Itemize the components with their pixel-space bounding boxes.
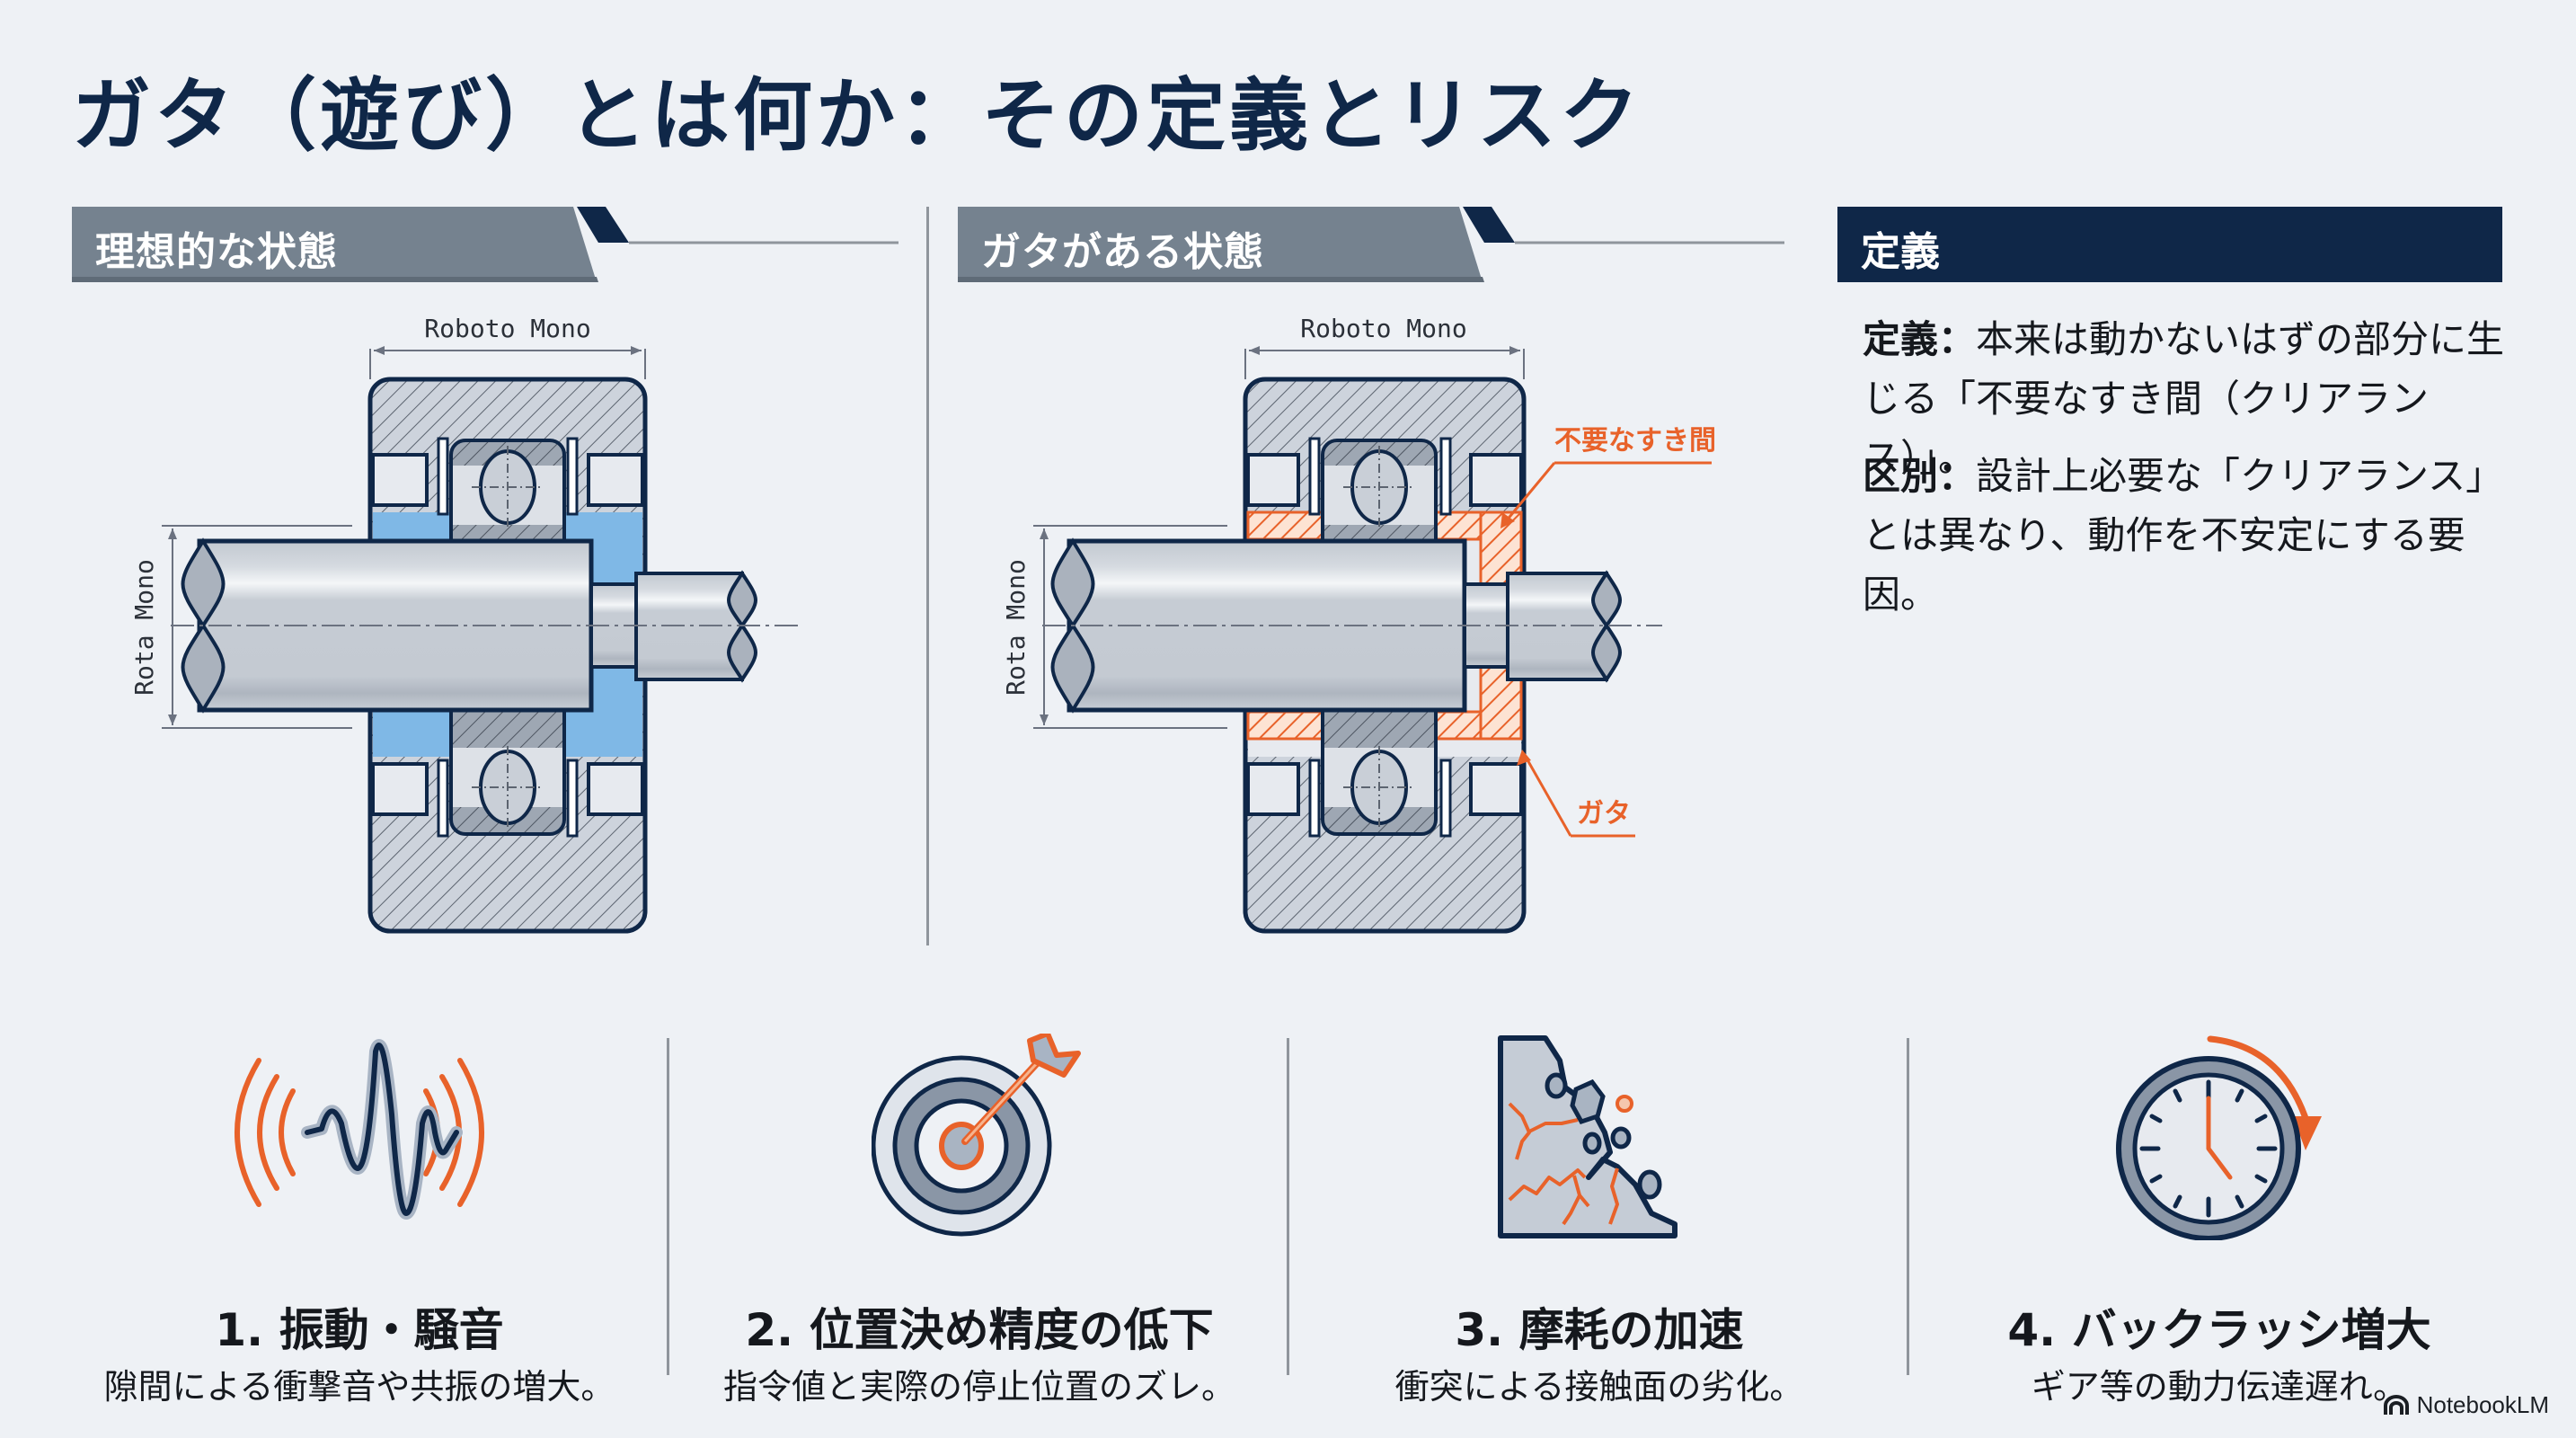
- definition-item: 定義：本来は動かないはずの部分に生 じる「不要なすき間（クリアランス）」。: [1863, 310, 2510, 488]
- clock-ticks: [2139, 1079, 2278, 1218]
- vibration-wave-icon: [235, 1039, 484, 1220]
- risk-divider: [667, 1038, 669, 1375]
- callout-gap-label: 不要なすき間: [1554, 425, 1716, 457]
- dimension-side: Rota Mono: [1001, 525, 1227, 729]
- definition-line: じる「不要なすき間（クリアランス）」。: [1863, 377, 2430, 480]
- clock-delay-icon: [2116, 1035, 2322, 1240]
- shaft: [1042, 537, 1662, 714]
- header-banner-shape: [958, 207, 1784, 282]
- target-arrow-icon: [872, 1034, 1081, 1237]
- ideal-state-header-label: 理想的な状態: [95, 229, 338, 275]
- ideal-bearing-diagram: Roboto Mono Rota Mono: [129, 314, 800, 934]
- definition-term: 定義：: [1863, 317, 1977, 361]
- risk-divider: [1287, 1038, 1289, 1375]
- risk-item-backlash: 4. バックラッシ増大 ギア等の動力伝達遅れ。: [1923, 1034, 2516, 1411]
- ideal-state-header: 理想的な状態: [72, 207, 899, 282]
- worn-surface-icon: [1498, 1035, 1677, 1238]
- callout-unneeded-gap: 不要なすき間: [1500, 425, 1716, 528]
- clock-hands: [2206, 1096, 2233, 1180]
- risk-item-wear: 3. 摩耗の加速 衝突による接触面の劣化。: [1303, 1034, 1896, 1411]
- risk-title: 2. 位置決め精度の低下: [745, 1304, 1214, 1356]
- bearing-bottom: [437, 696, 579, 838]
- definition-line: 本来は動かないはずの部分に生: [1976, 317, 2505, 361]
- risk-title: 3. 摩耗の加速: [1455, 1304, 1744, 1356]
- dimension-side: Rota Mono: [129, 525, 352, 729]
- panel-divider: [926, 207, 929, 945]
- definition-header-label: 定義: [1861, 229, 1940, 275]
- risk-item-positioning: 2. 位置決め精度の低下 指令値と実際の停止位置のズレ。: [683, 1034, 1276, 1411]
- definition-header: 定義: [1837, 207, 2502, 282]
- dimension-top: Roboto Mono: [1244, 314, 1525, 379]
- dimension-top-label: Roboto Mono: [424, 314, 590, 343]
- callout-play: ガタ: [1517, 750, 1635, 838]
- dimension-side-label: Rota Mono: [129, 559, 159, 696]
- risk-subtitle: ギア等の動力伝達遅れ。: [2031, 1367, 2408, 1407]
- page-title: ガタ（遊び）とは何か：その定義とリスク: [72, 69, 1643, 162]
- shaft: [171, 537, 800, 714]
- play-state-header-label: ガタがある状態: [981, 229, 1264, 275]
- risk-title: 4. バックラッシ増大: [2007, 1304, 2431, 1356]
- distinction-item: 区別：設計上必要な「クリアランス」 とは異なり、動作を不安定にする要因。: [1863, 447, 2510, 625]
- dimension-top: Roboto Mono: [369, 314, 646, 379]
- play-bearing-diagram: Roboto Mono Rota Mono: [1001, 314, 1716, 934]
- risk-divider: [1907, 1038, 1909, 1375]
- distinction-line: とは異なり、動作を不安定にする要因。: [1863, 513, 2465, 617]
- play-state-header: ガタがある状態: [958, 207, 1784, 282]
- dimension-side-label: Rota Mono: [1001, 559, 1031, 696]
- bearing-bottom: [1308, 696, 1452, 838]
- risk-subtitle: 隙間による衝撃音や共振の増大。: [103, 1367, 615, 1407]
- callout-play-label: ガタ: [1577, 798, 1631, 830]
- dimension-top-label: Roboto Mono: [1300, 314, 1466, 343]
- distinction-line: 設計上必要な「クリアランス」: [1976, 454, 2504, 498]
- risk-item-vibration: 1. 振動・騒音 隙間による衝撃音や共振の増大。: [63, 1034, 656, 1411]
- brand-name: NotebookLM: [2416, 1391, 2549, 1418]
- brand-watermark: NotebookLM: [2383, 1391, 2549, 1419]
- header-banner-shape: [72, 207, 899, 282]
- notebooklm-logo-icon: [2383, 1394, 2409, 1415]
- risk-subtitle: 指令値と実際の停止位置のズレ。: [722, 1367, 1235, 1407]
- risk-title: 1. 振動・騒音: [215, 1304, 504, 1356]
- distinction-term: 区別：: [1863, 454, 1977, 498]
- risk-subtitle: 衝突による接触面の劣化。: [1394, 1367, 1804, 1407]
